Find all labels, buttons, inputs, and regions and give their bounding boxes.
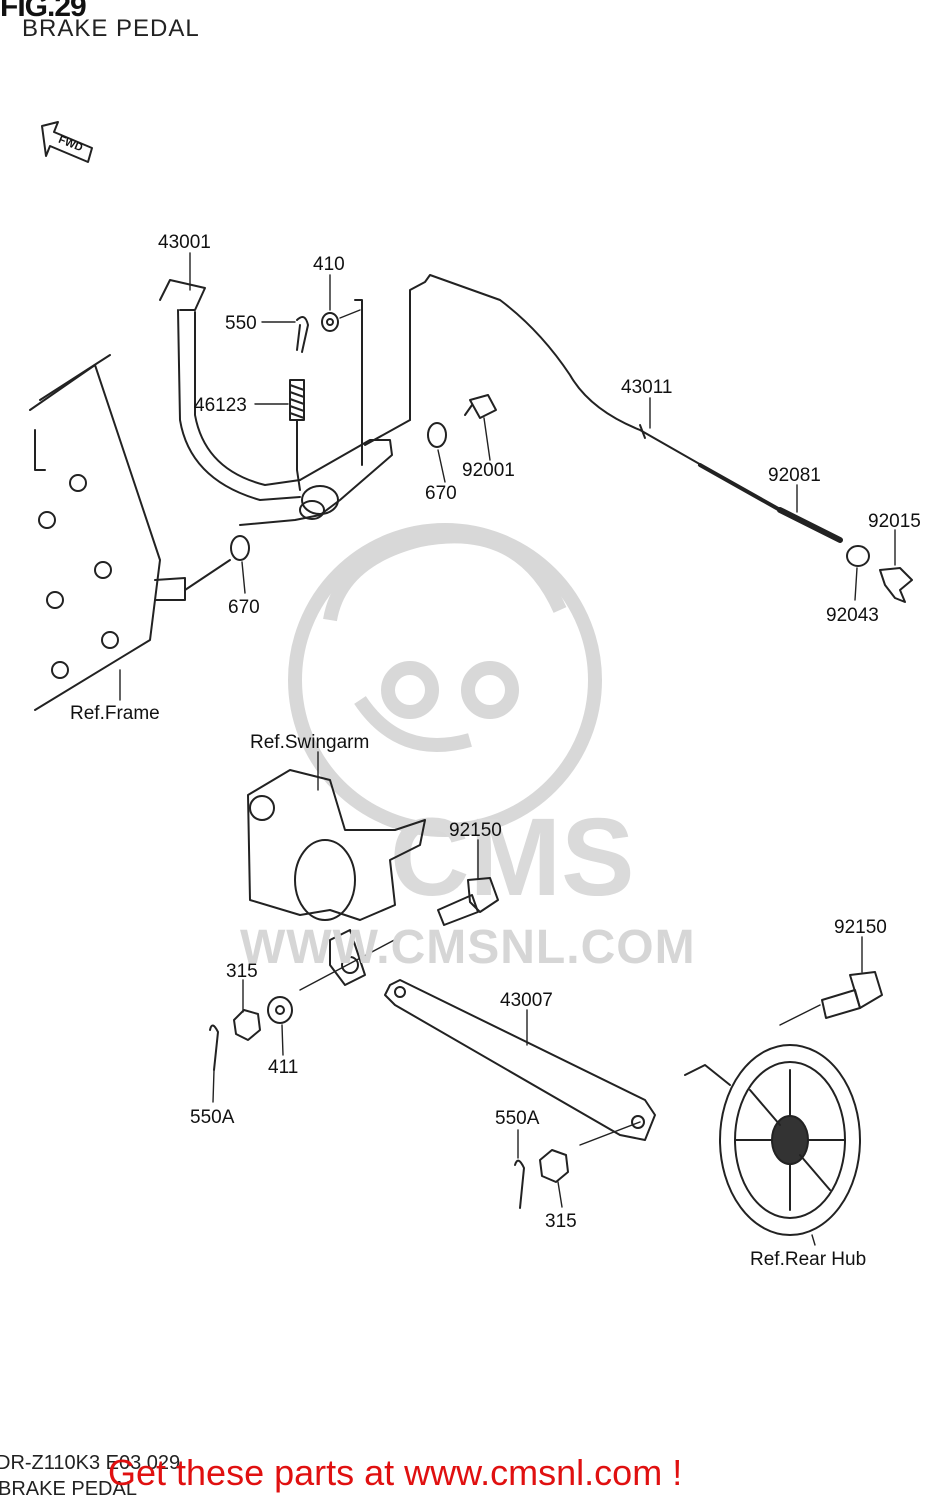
ref-frame-label: Ref.Frame xyxy=(70,703,160,724)
figure-title: FIG.29 xyxy=(0,0,87,23)
watermark-cms: CMS xyxy=(390,796,634,919)
nut-315-right xyxy=(539,1149,569,1183)
spring-46123 xyxy=(289,379,305,491)
svg-text:CMS: CMS xyxy=(390,796,634,919)
part-label-43001[interactable]: 43001 xyxy=(158,232,211,253)
o-ring-670-lower xyxy=(230,535,250,561)
swingarm-part xyxy=(247,769,426,986)
cotter-pin-550A-right xyxy=(514,1159,525,1209)
part-label-92081[interactable]: 92081 xyxy=(768,465,821,486)
brake-rod-part xyxy=(409,274,782,512)
part-label-92150-upper[interactable]: 92150 xyxy=(449,820,502,841)
joint-92043 xyxy=(846,545,870,567)
washer-411 xyxy=(267,996,293,1024)
o-ring-670-upper xyxy=(427,422,447,448)
part-label-92150-lower[interactable]: 92150 xyxy=(834,917,887,938)
part-label-550A-left[interactable]: 550A xyxy=(190,1107,235,1128)
watermark-logo xyxy=(288,523,602,837)
torque-link-part xyxy=(384,979,656,1141)
part-label-92001[interactable]: 92001 xyxy=(462,460,515,481)
part-label-46123[interactable]: 46123 xyxy=(194,395,247,416)
bolt-92150-upper xyxy=(437,877,499,926)
figure-subtitle: BRAKE PEDAL xyxy=(22,15,200,42)
ref-rear-hub-label: Ref.Rear Hub xyxy=(750,1249,867,1270)
part-label-92015[interactable]: 92015 xyxy=(868,511,921,532)
bolt-92001 xyxy=(464,394,497,419)
brake-pedal-part xyxy=(159,279,411,526)
part-label-670-upper[interactable]: 670 xyxy=(425,483,457,504)
part-label-550[interactable]: 550 xyxy=(225,313,257,334)
diagram-code: DR-Z110K3 E03 029 xyxy=(0,1452,181,1474)
cotter-pin-550A-left xyxy=(209,1024,219,1071)
washer-410 xyxy=(321,312,339,332)
frame-part xyxy=(29,354,231,711)
diagram-name: BRAKE PEDAL xyxy=(0,1478,137,1500)
part-label-315-left[interactable]: 315 xyxy=(226,961,258,982)
part-label-43007[interactable]: 43007 xyxy=(500,990,553,1011)
part-label-670-lower[interactable]: 670 xyxy=(228,597,260,618)
ref-swingarm-label: Ref.Swingarm xyxy=(250,732,370,753)
nut-315-left xyxy=(233,1009,261,1041)
get-parts-link[interactable]: Get these parts at www.cmsnl.com ! xyxy=(108,1452,683,1493)
bolt-92150-lower xyxy=(821,971,883,1019)
part-label-411[interactable]: 411 xyxy=(268,1057,299,1078)
part-label-410[interactable]: 410 xyxy=(313,254,345,275)
spring-92081 xyxy=(777,507,843,543)
nut-92015 xyxy=(879,567,913,603)
cotter-pin-550 xyxy=(296,315,309,353)
watermark-url: WWW.CMSNL.COM xyxy=(240,921,696,974)
part-label-550A-right[interactable]: 550A xyxy=(495,1108,540,1129)
part-label-315-right[interactable]: 315 xyxy=(545,1211,577,1232)
part-label-43011[interactable]: 43011 xyxy=(621,377,673,398)
part-label-92043[interactable]: 92043 xyxy=(826,605,879,626)
fwd-arrow-icon xyxy=(41,121,93,163)
rear-hub-part xyxy=(684,1044,861,1236)
leader-lines xyxy=(119,252,896,1246)
